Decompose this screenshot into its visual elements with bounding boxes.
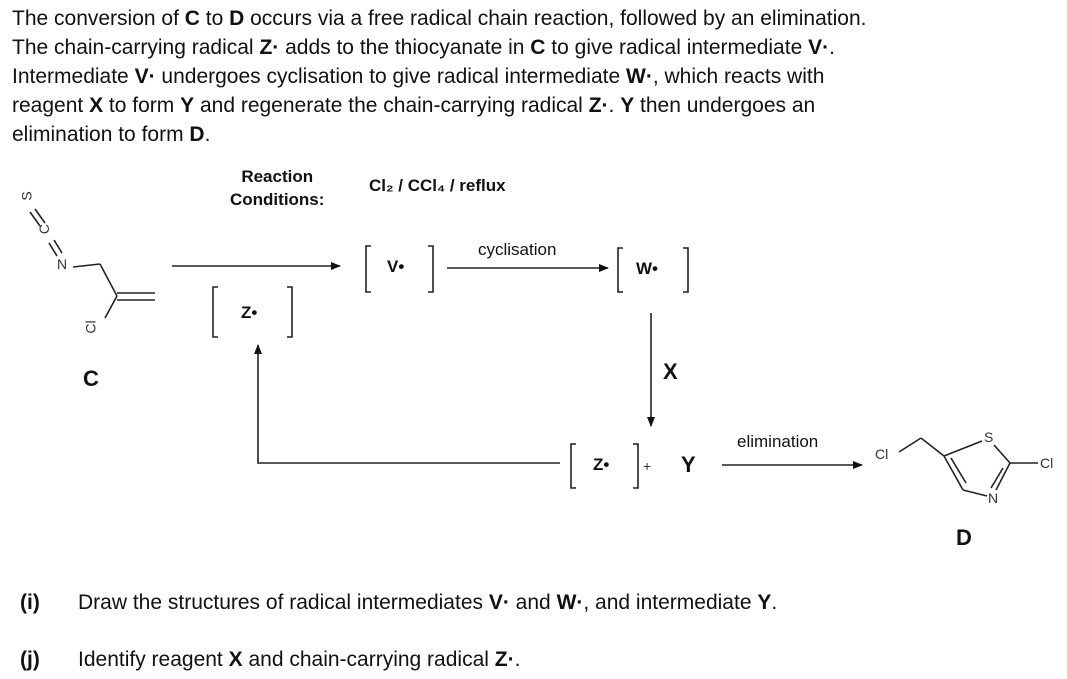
cyclisation-label: cyclisation [478, 240, 557, 259]
atom-n: N [57, 256, 68, 272]
atom-cl-1: Cl [875, 446, 889, 462]
radical-v: V• [387, 257, 405, 276]
reaction-conditions-label: Reaction Conditions: [230, 167, 325, 209]
compound-c-label: C [83, 366, 99, 391]
intro-line: The conversion of C to D occurs via a fr… [12, 7, 867, 30]
question-j-text: Identify reagent X and chain-carrying ra… [78, 648, 521, 671]
atom-s: S [18, 191, 35, 201]
intro-line: Intermediate V· undergoes cyclisation to… [12, 65, 825, 88]
atom-cl-2: Cl [1040, 455, 1054, 471]
radical-w: W• [636, 259, 658, 278]
bracket-w [617, 247, 689, 293]
radical-z-regenerated: Z• [593, 455, 610, 474]
atom-cl: Cl [82, 320, 99, 334]
compound-c-bonds [29, 208, 155, 319]
intro-paragraph: The conversion of C to D occurs via a fr… [12, 4, 1062, 149]
atom-n: N [988, 490, 999, 506]
atom-c: C [36, 223, 53, 235]
intro-line: The chain-carrying radical Z· adds to th… [12, 36, 835, 59]
product-y: Y [681, 452, 696, 477]
elimination-label: elimination [737, 432, 819, 451]
bracket-v [365, 245, 434, 293]
intro-line: reagent X to form Y and regenerate the c… [12, 94, 816, 117]
compound-d-bonds [898, 437, 1038, 497]
compound-d-label: D [956, 525, 972, 550]
radical-z: Z• [241, 303, 258, 322]
arrow-loop [254, 344, 560, 464]
question-i-text: Draw the structures of radical intermedi… [78, 591, 778, 614]
question-i: (i) [20, 591, 40, 614]
plus-sign: + [643, 458, 652, 474]
reagent-x: X [663, 359, 678, 384]
question-j: (j) [20, 648, 40, 671]
bracket-z2 [570, 443, 639, 489]
atom-s: S [984, 429, 994, 445]
reaction-conditions: Cl₂ / CCl₄ / reflux [369, 176, 506, 195]
intro-line: elimination to form D. [12, 123, 211, 146]
bracket-z [212, 286, 293, 338]
